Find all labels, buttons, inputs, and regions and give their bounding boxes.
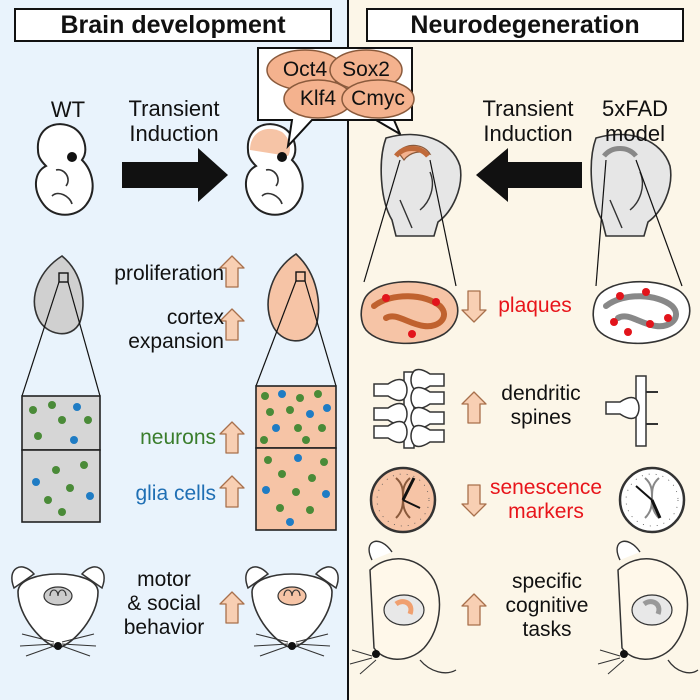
fad-dendrite xyxy=(605,375,658,447)
left-panel-title: Brain development xyxy=(14,8,332,42)
induced-brain xyxy=(267,252,320,342)
dendritic-spines-label: dendritic spines xyxy=(501,382,581,430)
zoom-line xyxy=(67,281,101,397)
induced-mouse-brain xyxy=(277,586,307,606)
wt-brain xyxy=(33,255,84,335)
cmyc-label: Cmyc xyxy=(351,87,405,110)
cortex-expansion-label: cortex expansion xyxy=(128,306,224,354)
behavior-label: motor & social behavior xyxy=(123,568,205,640)
induced-mouse-side-icon xyxy=(349,540,457,675)
oct4-label: Oct4 xyxy=(282,58,328,81)
sox2-label: Sox2 xyxy=(342,58,390,81)
zoom-line xyxy=(304,280,337,387)
fad-clock-icon xyxy=(618,466,686,534)
right-induction-label: Transient Induction xyxy=(482,96,574,147)
wt-brain-roi xyxy=(58,272,69,283)
cmyc-ellipse xyxy=(341,79,415,119)
neurons-label: neurons xyxy=(140,426,216,449)
wt-embryo xyxy=(35,123,94,216)
zoom-line xyxy=(635,159,683,287)
induced-neuron-dots xyxy=(260,390,331,526)
wt-mouse-brain xyxy=(43,586,73,606)
right-panel-title: Neurodegeneration xyxy=(366,8,684,42)
zoom-line xyxy=(429,159,457,287)
zoom-line xyxy=(595,159,607,287)
fad-mouse-side-icon xyxy=(597,540,699,675)
wt-label: WT xyxy=(50,97,86,122)
induction-arrow-right xyxy=(122,148,228,202)
glia-cells-label: glia cells xyxy=(135,482,216,505)
proliferation-label: proliferation xyxy=(114,262,224,285)
zoom-line xyxy=(255,280,297,387)
induced-dendrite xyxy=(373,368,445,449)
zoom-line xyxy=(363,159,401,283)
factor-callout xyxy=(257,47,415,150)
klf4-label: Klf4 xyxy=(299,87,337,110)
wt-cortex-layers xyxy=(21,395,101,523)
induced-clock-icon xyxy=(369,466,437,534)
fad-hippocampus xyxy=(592,280,691,345)
left-induction-label: Transient Induction xyxy=(128,96,220,147)
induced-brain-roi xyxy=(295,271,306,282)
senescence-markers-label: senescence markers xyxy=(489,476,603,524)
cognitive-tasks-label: specific cognitive tasks xyxy=(505,570,589,642)
plaques-label: plaques xyxy=(498,294,572,317)
wt-neuron-dots xyxy=(29,401,94,516)
induced-hippocampus xyxy=(360,280,459,345)
fad-model-label: 5xFAD model xyxy=(601,96,669,147)
zoom-line xyxy=(21,281,60,397)
induction-arrow-left xyxy=(476,148,582,202)
